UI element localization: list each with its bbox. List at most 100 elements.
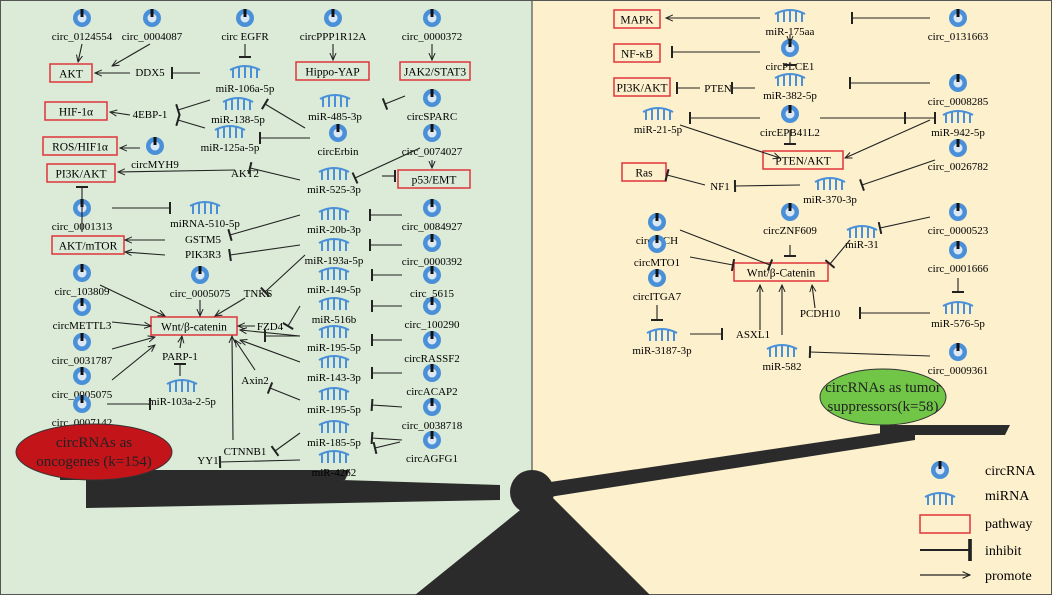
inhibit-edge xyxy=(228,244,301,262)
mir-31-label: miR-31 xyxy=(845,239,879,251)
circ-acap2-node: circACAP2 xyxy=(406,364,458,398)
mir-185-node: miR-185-5p xyxy=(307,420,361,449)
circ-egfr-node: circ EGFR xyxy=(221,9,269,43)
mir-195a-label: miR-195-5p xyxy=(307,342,361,354)
wnt-label: Wnt/β-catenin xyxy=(161,322,227,334)
inhibit-edge xyxy=(351,147,421,184)
circ-103809-label: circ_103809 xyxy=(55,286,110,298)
legend-promote-label: promote xyxy=(985,569,1032,584)
promote-edge xyxy=(111,337,155,350)
mirna-icon xyxy=(319,94,351,107)
inhibit-edge xyxy=(689,256,736,272)
mir-20b-label: miR-20b-3p xyxy=(307,224,361,236)
promote-edge xyxy=(240,330,301,337)
circ-mettl3-node: circMETTL3 xyxy=(53,298,112,332)
promote-edge xyxy=(111,345,155,381)
circ-icon xyxy=(329,124,347,142)
mir-485-node: miR-485-3p xyxy=(308,94,362,123)
hif-pathway: HIF-1α xyxy=(44,101,108,121)
circ-icon xyxy=(423,431,441,449)
pik3r3-gene: PIK3R3 xyxy=(185,249,222,261)
promote-edge xyxy=(232,336,233,441)
suppressor-label-line1: circRNAs as tumor xyxy=(825,380,941,396)
circ-icon xyxy=(73,264,91,282)
mir-103a-label: miR-103a-2-5p xyxy=(148,396,216,408)
promote-edge xyxy=(679,124,780,158)
mir-103a-node: miR-103a-2-5p xyxy=(148,379,216,408)
circ-icon xyxy=(423,199,441,217)
mir-175aa-node: miR-175aa xyxy=(766,9,815,38)
circ-acap2-label: circACAP2 xyxy=(406,386,457,398)
circ-icon xyxy=(236,9,254,27)
circ-itga7-node: circITGA7 xyxy=(633,269,682,303)
mir-175aa-label: miR-175aa xyxy=(766,26,815,38)
inhibit-edge xyxy=(679,229,774,272)
circ-0031787-node: circ_0031787 xyxy=(52,333,113,367)
inhibit-edge xyxy=(859,159,936,192)
circ-myh9-node: circMYH9 xyxy=(131,137,179,171)
mir-21-label: miR-21-5p xyxy=(634,124,683,136)
circ-0008285-label: circ_0008285 xyxy=(928,96,989,108)
mir-195b-node: miR-195-5p xyxy=(307,387,361,416)
circ-icon xyxy=(423,124,441,142)
circ-znf609-node: circZNF609 xyxy=(763,203,817,237)
circ-0031787-label: circ_0031787 xyxy=(52,355,113,367)
promote-edge xyxy=(78,43,82,62)
circ-0000392-label: circ_0000392 xyxy=(402,256,462,268)
suppressor-label-line2: suppressors(k=58) xyxy=(828,399,939,415)
inhibit-edge xyxy=(266,382,301,401)
fzd4-gene: FZD4 xyxy=(257,321,284,333)
inhibit-edge xyxy=(218,455,301,469)
aktmtor-pathway: AKT/mTOR xyxy=(51,235,125,255)
legend-mirna-label: miRNA xyxy=(985,489,1030,504)
mirna-icon xyxy=(846,225,878,238)
circ-mto1-node: circMTO1 xyxy=(634,235,680,269)
mir-370-node: miR-370-3p xyxy=(803,177,857,206)
promote-edge xyxy=(845,119,931,158)
axin2-gene: Axin2 xyxy=(241,375,269,387)
inhibit-edge xyxy=(808,345,931,359)
pi3k-label: PI3K/AKT xyxy=(55,169,106,181)
circ-icon xyxy=(949,203,967,221)
circ-icon xyxy=(648,235,666,253)
promote-edge xyxy=(110,112,131,115)
mir-195a-node: miR-195-5p xyxy=(307,325,361,354)
circ-0124554-label: circ_0124554 xyxy=(52,31,113,43)
r-wnt-pathway: Wnt/β-Catenin xyxy=(733,262,829,282)
circ-icon xyxy=(73,333,91,351)
pten-akt-label: PTEN/AKT xyxy=(775,156,831,168)
p53-label: p53/EMT xyxy=(412,175,457,187)
pi3k-pathway: PI3K/AKT xyxy=(46,163,116,183)
mirna-icon xyxy=(942,301,974,314)
circ-znf609-label: circZNF609 xyxy=(763,225,817,237)
circ-icon xyxy=(423,297,441,315)
circ-100290-label: circ_100290 xyxy=(405,319,460,331)
circ-icon xyxy=(648,213,666,231)
circ-icon xyxy=(949,139,967,157)
mir-382-node: miR-382-5p xyxy=(763,73,817,102)
inhibit-edge xyxy=(270,432,301,457)
mir-3187-label: miR-3187-3p xyxy=(632,345,692,357)
mirna-icon xyxy=(222,97,254,110)
mir-4262-node: miR-4262 xyxy=(312,450,356,479)
inhibit-edge xyxy=(261,98,306,129)
jak-label: JAK2/STAT3 xyxy=(404,67,467,79)
mirna-icon xyxy=(318,167,350,180)
circ-0000523-node: circ_0000523 xyxy=(928,203,989,237)
suppressor-ellipse: circRNAs as tumor suppressors(k=58) xyxy=(819,368,947,426)
hif-label: HIF-1α xyxy=(59,107,93,119)
legend-inhibit-label: inhibit xyxy=(985,544,1022,559)
ctnnb1-gene: CTNNB1 xyxy=(224,446,267,458)
inhibit-edge xyxy=(247,161,301,181)
p53-pathway: p53/EMT xyxy=(397,169,471,189)
mir-516b-node: miR-516b xyxy=(312,297,357,326)
mir-149-label: miR-149-5p xyxy=(307,284,361,296)
circ-icon xyxy=(73,395,91,413)
mirna-icon xyxy=(318,325,350,338)
circ-egfr-label: circ EGFR xyxy=(221,31,269,43)
circ-mettl3-label: circMETTL3 xyxy=(53,320,112,332)
circ-icon xyxy=(423,266,441,284)
ebp1-gene: 4EBP-1 xyxy=(133,109,168,121)
circ-sparc-label: circSPARC xyxy=(407,111,457,123)
mir-510-node: miRNA-510-5p xyxy=(170,201,240,230)
